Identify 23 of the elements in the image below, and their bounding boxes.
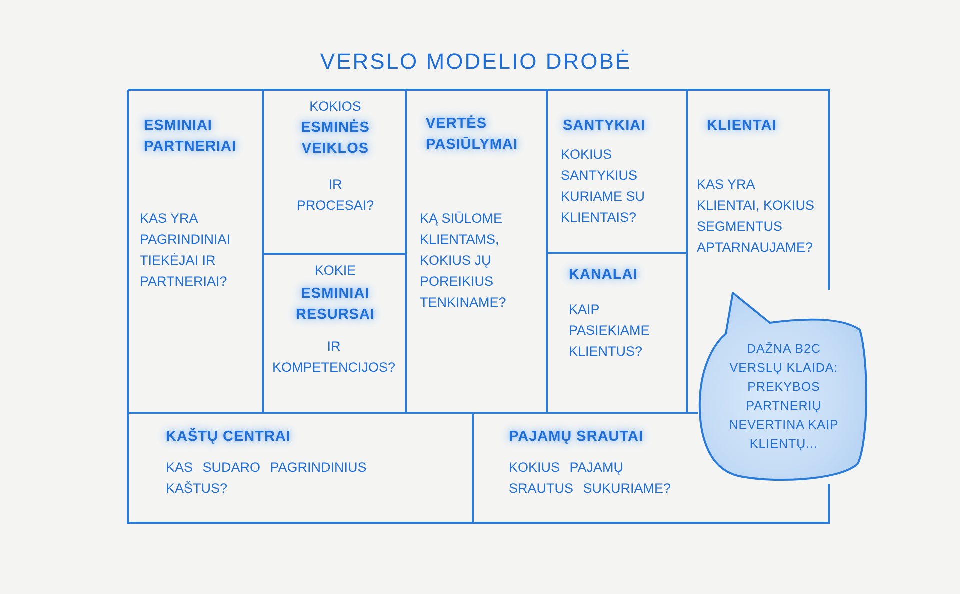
section-question: KAS SUDARO PAGRINDINIUS KAŠTUS? xyxy=(166,459,368,498)
section-question: IR KOMPETENCIJOS? xyxy=(271,338,397,377)
diagram-title: VERSLO MODELIO DROBĖ xyxy=(320,48,632,76)
section-question: IR PROCESAI? xyxy=(296,176,376,215)
section-heading: SANTYKIAI xyxy=(563,117,647,136)
section-heading: ESMINĖS VEIKLOS xyxy=(300,118,371,159)
section-heading: ESMINIAI RESURSAI xyxy=(295,285,376,325)
section-question: KOKIOS xyxy=(308,98,362,116)
section-heading: KAŠTŲ CENTRAI xyxy=(166,427,292,447)
bubble-note: DAŽNA B2C VERSLŲ KLAIDA: PREKYBOS PARTNERIŲ NEVERTINA KAIP KLIENTŲ... xyxy=(728,341,840,453)
section-question: KAS YRA KLIENTAI, KOKIUS SEGMENTUS APTARNAUJAME? xyxy=(697,176,816,257)
section-question: KOKIUS SANTYKIUS KURIAME SU KLIENTAIS? xyxy=(561,146,646,227)
section-heading: KLIENTAI xyxy=(707,117,778,136)
section-heading: KANALAI xyxy=(569,266,639,285)
section-heading: VERTĖS PASIŪLYMAI xyxy=(426,114,520,155)
section-question: KAS YRA PAGRINDINIAI TIEKĖJAI IR PARTNERIAI? xyxy=(140,210,232,291)
speech-bubble xyxy=(698,290,870,484)
section-question: KAIP PASIEKIAME KLIENTUS? xyxy=(569,301,651,361)
section-question: KĄ SIŪLOME KLIENTAMS, KOKIUS JŲ POREIKIUS TENKINAME? xyxy=(420,210,508,312)
section-heading: ESMINIAI PARTNERIAI xyxy=(144,117,238,157)
section-question: KOKIUS PAJAMŲ SRAUTUS SUKURIAME? xyxy=(509,459,672,498)
section-heading: PAJAMŲ SRAUTAI xyxy=(509,428,645,447)
section-question: KOKIE xyxy=(314,262,358,280)
